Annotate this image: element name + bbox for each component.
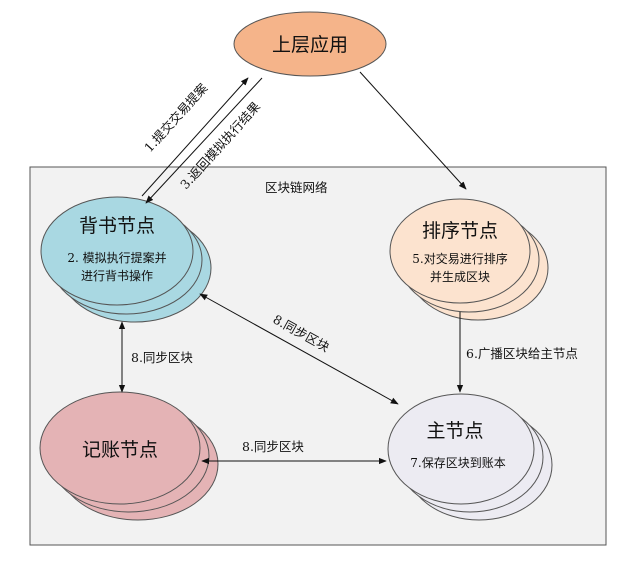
ledger-node-title: 记账节点 [82,439,158,461]
endorse-node-title: 背书节点 [79,215,155,237]
order-node-desc-1: 5.对交易进行排序 [412,251,507,266]
endorse-node-desc-1: 2. 模拟执行提案并 [67,250,166,265]
endorse-node-desc-2: 进行背书操作 [81,268,153,283]
main-node: 主节点 7.保存区块到账本 [387,393,553,521]
order-node-title: 排序节点 [422,220,498,242]
main-node-desc-1: 7.保存区块到账本 [410,456,505,470]
edge-app-to-order [359,71,467,190]
edge-label-sync-bottom: 8.同步区块 [242,439,304,454]
main-node-title: 主节点 [426,420,483,442]
edge-label-broadcast: 6.广播区块给主节点 [466,346,578,361]
ledger-node: 记账节点 [39,391,219,521]
edge-sync-diagonal [199,293,399,405]
edge-return-result [145,77,263,204]
app-node: 上层应用 [233,11,387,77]
endorse-node: 背书节点 2. 模拟执行提案并 进行背书操作 [40,196,212,323]
network-label: 区块链网络 [265,180,328,195]
edge-submit-proposal [141,77,249,197]
edge-label-sync-left: 8.同步区块 [131,350,193,365]
edge-label-submit: 1.提交交易提案 [141,80,211,155]
order-node: 排序节点 5.对交易进行排序 并生成区块 [389,198,549,321]
order-node-desc-2: 并生成区块 [430,270,490,284]
app-node-title: 上层应用 [272,34,348,56]
